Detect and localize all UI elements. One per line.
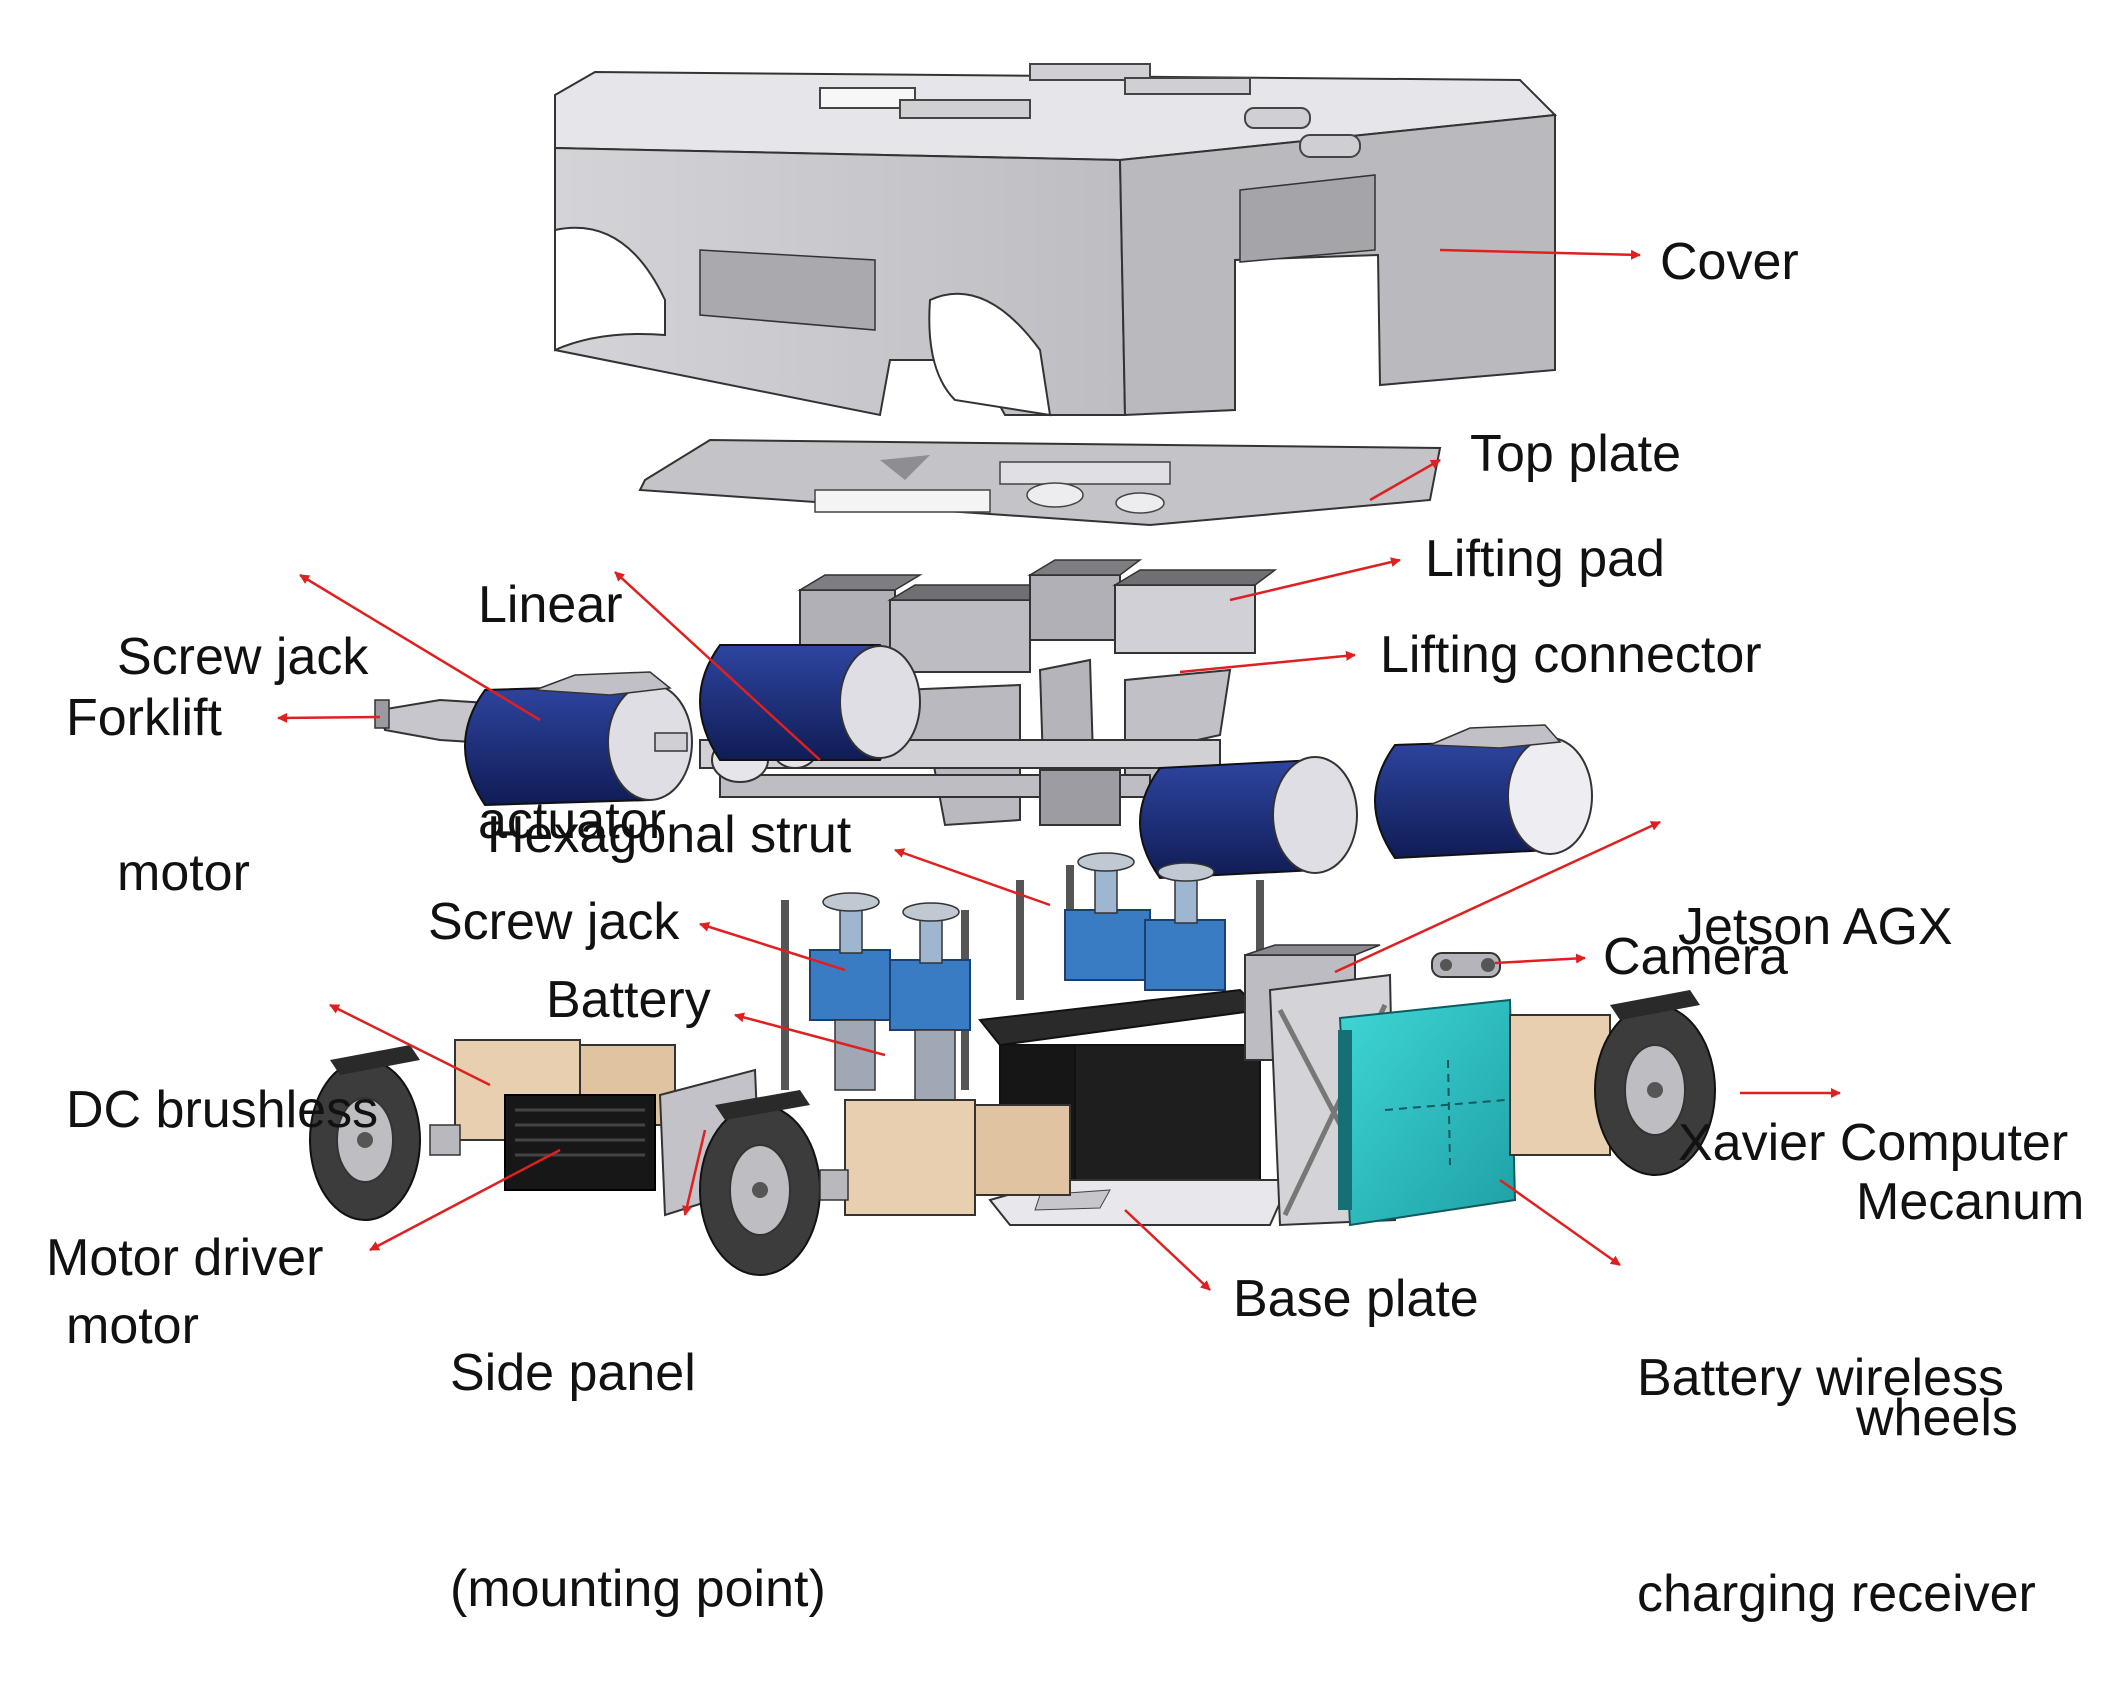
arrow-base-plate [1124,1209,1211,1291]
lifting-connector-part [699,658,1232,827]
label-dc-brushless-motor-line2: motor [66,1297,199,1355]
robot-illustration [277,63,1841,1291]
arrow-screw-jack [699,921,846,972]
label-lifting-pad: Lifting pad [1425,530,1665,588]
label-dc-brushless-motor-line1: DC brushless [66,1081,379,1139]
cover-part [554,63,1558,417]
arrow-linear-actuator [614,571,821,761]
arrow-wireless-receiver [1499,1178,1621,1267]
label-mecanum-wheels-line1: Mecanum [1856,1173,2085,1231]
arrow-side-panel [682,1129,707,1216]
label-base-plate: Base plate [1233,1270,1479,1328]
label-screw-jack-motor: Screw jack motor [117,477,368,981]
screw-jacks-part [809,852,1226,1101]
arrow-lifting-pad [1229,557,1401,602]
label-hexagonal-strut: Hexagonal strut [487,806,852,864]
screw-jack-motors-part [464,644,1593,880]
label-battery-wireless: Battery wireless charging receiver [1637,1198,2036,1702]
arrow-jetson [1334,820,1661,974]
label-linear-actuator: Linear actuator [478,425,666,929]
wireless-receiver-part [1338,998,1517,1227]
label-jetson-line2: Xavier Computer [1678,1114,2069,1172]
arrow-dc-brushless [329,1003,491,1087]
arrow-motor-driver [369,1148,561,1252]
label-screw-jack: Screw jack [428,893,680,951]
dc-brushless-motors-part [454,1014,1611,1216]
label-side-panel-line2: (mounting point) [450,1560,826,1618]
label-linear-actuator-line1: Linear [478,576,623,634]
label-battery-wireless-line1: Battery wireless [1637,1349,2004,1407]
label-screw-jack-motor-line1: Screw jack [117,628,369,686]
label-dc-brushless-motor: DC brushless motor [66,930,378,1434]
arrow-hexagonal-strut [894,848,1051,907]
label-linear-actuator-line2: actuator [478,792,666,850]
camera-part [1431,952,1501,978]
arrow-screw-jack-motor [299,573,541,722]
label-motor-driver: Motor driver [46,1229,324,1287]
callout-arrows [277,248,1841,1291]
arrow-battery [734,1012,886,1057]
motor-driver-part [504,1094,656,1191]
label-forklift: Forklift [66,689,222,747]
top-plate-part [638,438,1442,527]
lifting-pads-part [797,559,1278,673]
label-jetson-line1: Jetson AGX [1678,898,1953,956]
exploded-view-diagram: Cover Top plate Linear actuator Screw ja… [46,63,2085,1623]
label-top-plate: Top plate [1470,425,1682,483]
label-camera: Camera [1603,928,1788,986]
arrow-cover [1439,248,1641,260]
mecanum-wheels-part [309,990,1716,1276]
arrow-camera [1494,953,1586,965]
arrow-top-plate [1369,458,1441,502]
label-screw-jack-motor-line2: motor [117,844,250,902]
label-battery: Battery [546,971,711,1029]
label-battery-wireless-line2: charging receiver [1637,1565,2036,1623]
label-cover: Cover [1660,233,1799,291]
label-lifting-connector: Lifting connector [1380,626,1762,684]
arrow-forklift [277,712,381,723]
label-side-panel-line1: Side panel [450,1344,696,1402]
label-jetson: Jetson AGX Xavier Computer [1678,747,2068,1251]
arrow-lifting-connector [1179,650,1356,674]
label-side-panel: Side panel (mounting point) [450,1193,826,1697]
